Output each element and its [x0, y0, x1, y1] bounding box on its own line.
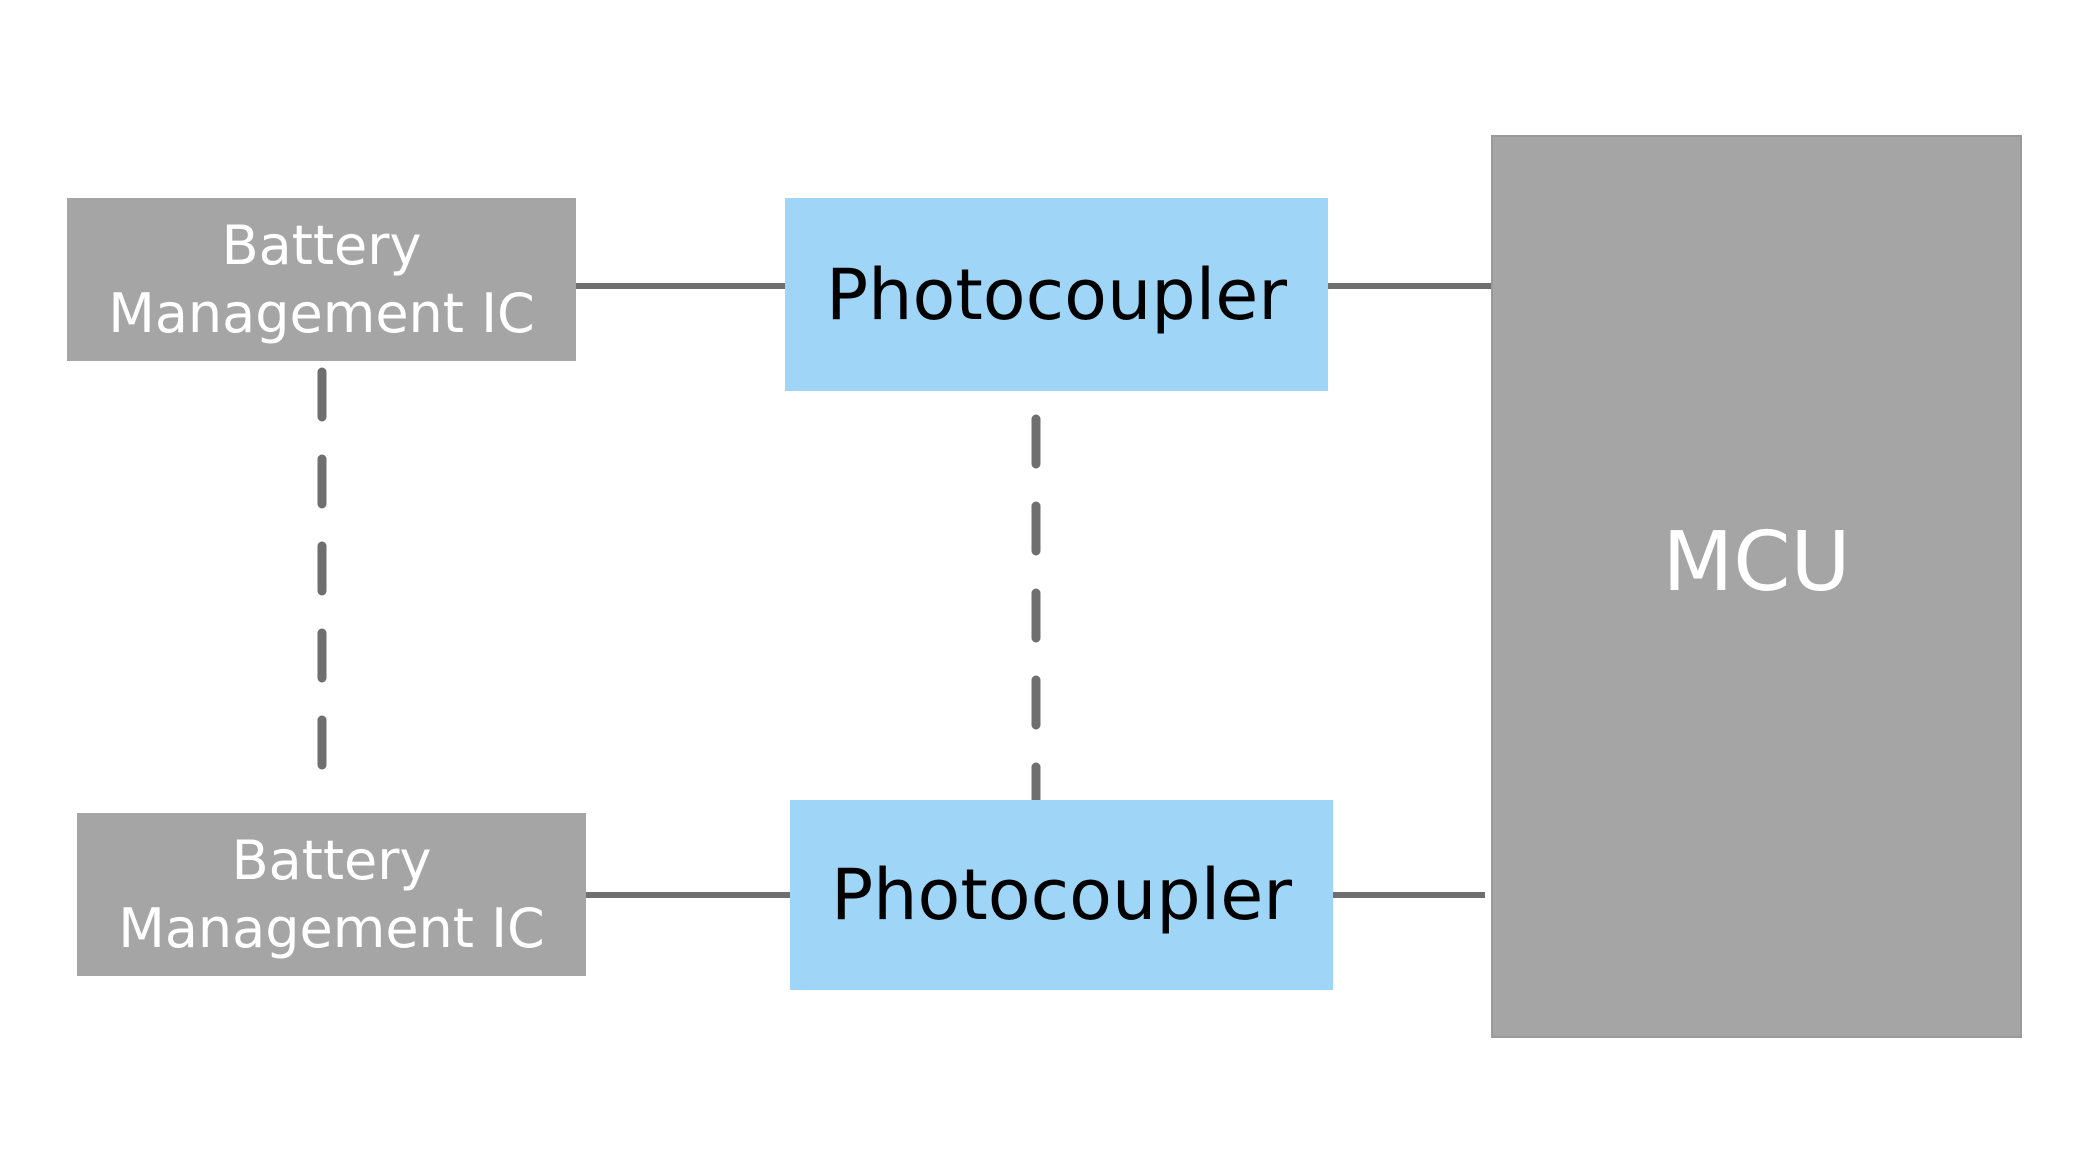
battery-management-ic-bottom-line2: Management IC	[118, 896, 545, 960]
battery-management-ic-bottom: Battery Management IC	[77, 813, 586, 976]
battery-management-ic-top: Battery Management IC	[67, 198, 576, 361]
mcu-label: MCU	[1662, 515, 1851, 610]
battery-management-ic-bottom-line1: Battery	[231, 828, 432, 892]
photocoupler-top-label: Photocoupler	[825, 253, 1288, 336]
mcu-block: MCU	[1491, 135, 2022, 1038]
photocoupler-bottom-label: Photocoupler	[830, 854, 1293, 936]
photocoupler-top: Photocoupler	[785, 198, 1328, 391]
photocoupler-bottom: Photocoupler	[790, 800, 1333, 990]
battery-management-ic-top-line1: Battery	[221, 213, 422, 277]
battery-management-ic-top-line2: Management IC	[108, 281, 535, 345]
